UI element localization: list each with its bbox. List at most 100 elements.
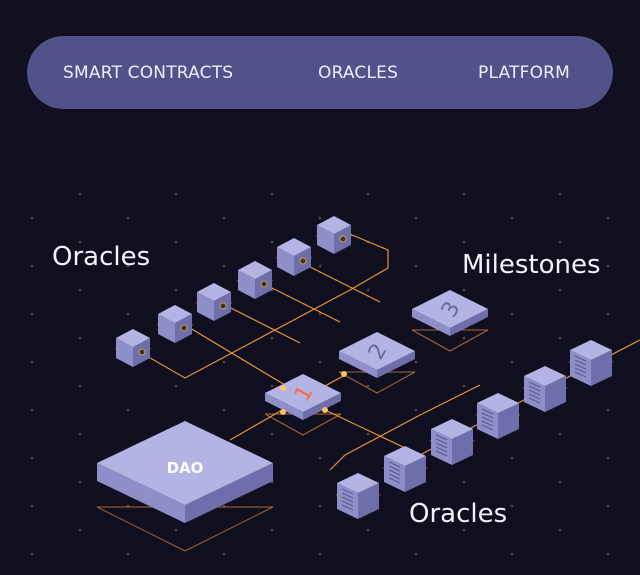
milestone-tile-2 — [338, 332, 416, 394]
grid-dot — [462, 192, 466, 196]
grid-dot — [126, 552, 130, 556]
grid-dot — [318, 360, 322, 364]
grid-dot — [510, 360, 514, 364]
grid-dot — [30, 264, 34, 268]
milestones-label: Milestones — [462, 250, 601, 280]
wire — [261, 282, 341, 323]
glow-node — [280, 409, 286, 415]
grid-dot — [366, 192, 370, 196]
grid-dot — [222, 408, 226, 412]
grid-dot — [78, 288, 82, 292]
grid-dot — [366, 528, 370, 532]
grid-dot — [414, 264, 418, 268]
grid-dot — [606, 312, 610, 316]
milestone-tile-3 — [411, 290, 489, 352]
nav-oracles[interactable]: ORACLES — [318, 62, 399, 83]
grid-dot — [30, 312, 34, 316]
grid-dot — [174, 288, 178, 292]
grid-dot — [510, 312, 514, 316]
grid-dot — [606, 504, 610, 508]
glow-node — [322, 407, 328, 413]
grid-dot — [78, 480, 82, 484]
grid-dot — [30, 408, 34, 412]
grid-dot — [462, 240, 466, 244]
grid-dot — [270, 240, 274, 244]
grid-dot — [414, 216, 418, 220]
top-nav: SMART CONTRACTS ORACLES PLATFORM — [27, 36, 613, 109]
grid-dot — [318, 552, 322, 556]
grid-dot — [174, 384, 178, 388]
grid-dot — [318, 504, 322, 508]
oracles-bottom-label: Oracles — [409, 499, 508, 529]
grid-dot — [126, 408, 130, 412]
grid-dot — [78, 336, 82, 340]
grid-dot — [462, 480, 466, 484]
grid-dot — [222, 360, 226, 364]
grid-dot — [174, 528, 178, 532]
oracle-server — [315, 216, 353, 254]
oracle-server — [275, 238, 313, 276]
milestone-tile-1 — [264, 374, 342, 436]
oracle-server — [475, 393, 521, 439]
grid-dot — [270, 528, 274, 532]
nav-platform[interactable]: PLATFORM — [478, 62, 571, 83]
grid-dot — [126, 312, 130, 316]
oracle-server — [335, 473, 381, 519]
grid-dot — [510, 504, 514, 508]
grid-dot — [78, 432, 82, 436]
grid-dot — [318, 312, 322, 316]
grid-dot — [222, 552, 226, 556]
grid-dot — [30, 456, 34, 460]
grid-dot — [462, 288, 466, 292]
grid-dot — [30, 552, 34, 556]
grid-dot — [366, 432, 370, 436]
glow-node — [341, 371, 347, 377]
grid-dot — [222, 216, 226, 220]
wire — [329, 384, 481, 471]
grid-dot — [270, 432, 274, 436]
grid-dot — [606, 456, 610, 460]
grid-dot — [510, 456, 514, 460]
oracle-server — [236, 261, 274, 299]
nav-smart-contracts[interactable]: SMART CONTRACTS — [63, 62, 234, 83]
grid-dot — [318, 456, 322, 460]
grid-dot — [174, 240, 178, 244]
grid-dot — [222, 264, 226, 268]
grid-dot — [78, 192, 82, 196]
grid-dot — [558, 480, 562, 484]
grid-dot — [510, 264, 514, 268]
wire — [184, 324, 291, 389]
grid-dot — [318, 216, 322, 220]
grid-dot — [510, 216, 514, 220]
grid-dot — [30, 216, 34, 220]
wire — [144, 231, 389, 379]
oracle-server — [114, 329, 152, 367]
grid-dot — [318, 264, 322, 268]
grid-dot — [174, 192, 178, 196]
grid-dot — [558, 432, 562, 436]
oracle-server — [195, 283, 233, 321]
oracle-server — [568, 340, 614, 386]
grid-dot — [414, 360, 418, 364]
grid-dot — [606, 264, 610, 268]
grid-dot — [126, 216, 130, 220]
oracle-server — [522, 366, 568, 412]
grid-dot — [462, 384, 466, 388]
oracles-top-label: Oracles — [52, 242, 151, 272]
grid-dot — [30, 360, 34, 364]
dao-label: DAO — [167, 459, 204, 477]
grid-dot — [414, 504, 418, 508]
grid-dot — [366, 288, 370, 292]
grid-dot — [78, 528, 82, 532]
grid-dot — [606, 408, 610, 412]
grid-dot — [462, 336, 466, 340]
glow-node — [280, 385, 286, 391]
grid-dot — [558, 336, 562, 340]
grid-dot — [606, 216, 610, 220]
grid-dot — [78, 240, 82, 244]
oracle-server — [156, 305, 194, 343]
grid-dot — [78, 384, 82, 388]
grid-dot — [30, 504, 34, 508]
grid-dot — [414, 408, 418, 412]
grid-dot — [510, 552, 514, 556]
